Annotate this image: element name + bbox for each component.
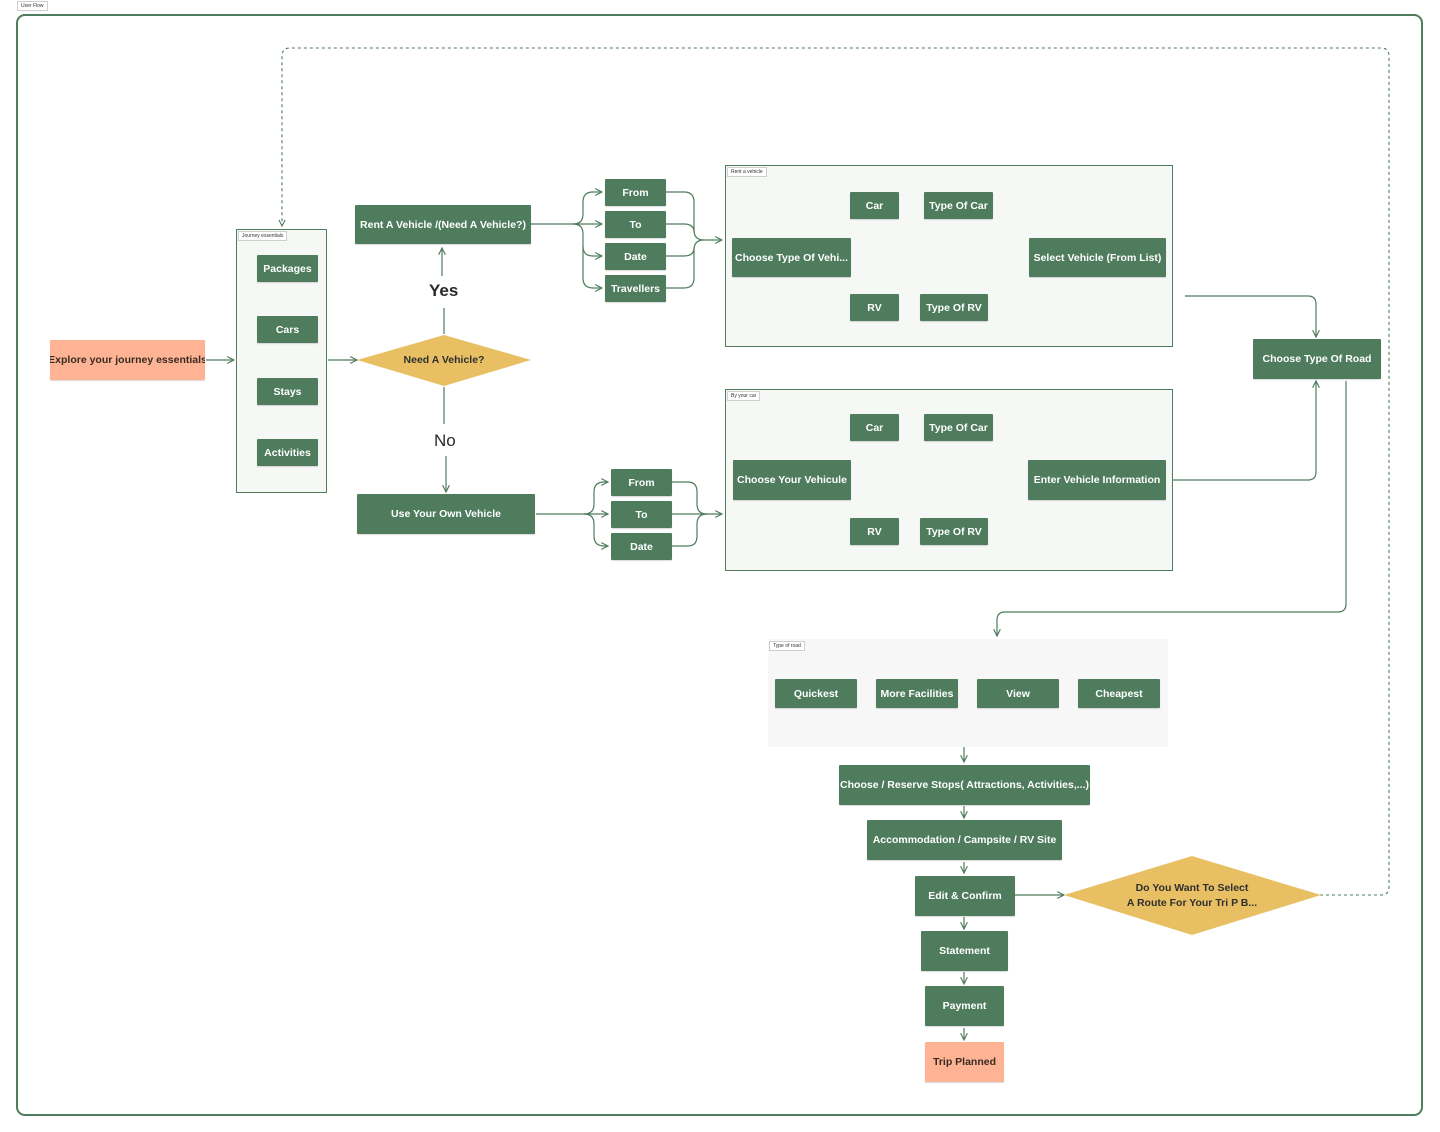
own-choose-vehicle[interactable]: Choose Your Vehicule — [733, 460, 851, 500]
branch-no-label: No — [434, 431, 456, 450]
rent-type-of-rv[interactable]: Type Of RV — [920, 294, 988, 321]
rent-field-from[interactable]: From — [605, 179, 666, 206]
essentials-cars[interactable]: Cars — [257, 316, 318, 343]
essentials-stays[interactable]: Stays — [257, 378, 318, 405]
step-edit-confirm[interactable]: Edit & Confirm — [915, 876, 1015, 916]
connector-rent-fields-merge — [666, 191, 722, 240]
essentials-activities[interactable]: Activities — [257, 439, 318, 466]
trip-planned-node[interactable]: Trip Planned — [925, 1042, 1004, 1082]
start-node[interactable]: Explore your journey essentials — [50, 340, 205, 380]
step-payment[interactable]: Payment — [925, 986, 1004, 1026]
rent-choose-type[interactable]: Choose Type Of Vehi... — [732, 238, 851, 277]
rent-rv-option[interactable]: RV — [850, 294, 899, 321]
rent-car-option[interactable]: Car — [850, 192, 899, 219]
frame-label: User Flow — [17, 1, 48, 11]
own-vehicle-node[interactable]: Use Your Own Vehicle — [357, 494, 535, 534]
rent-select-vehicle[interactable]: Select Vehicle (From List) — [1029, 238, 1166, 277]
rent-vehicle-node[interactable]: Rent A Vehicle /(Need A Vehicle?) — [355, 205, 531, 244]
step-statement[interactable]: Statement — [921, 931, 1008, 971]
own-field-to[interactable]: To — [611, 501, 672, 528]
rent-type-of-car[interactable]: Type Of Car — [924, 192, 993, 219]
road-type-group-label: Type of road — [769, 641, 805, 651]
own-field-date[interactable]: Date — [611, 533, 672, 560]
own-vehicle-group-label: By your car — [727, 391, 761, 401]
road-cheapest[interactable]: Cheapest — [1078, 679, 1160, 708]
rent-field-travellers[interactable]: Travellers — [605, 275, 666, 302]
own-type-of-rv[interactable]: Type Of RV — [920, 518, 988, 545]
step-accommodation[interactable]: Accommodation / Campsite / RV Site — [867, 820, 1062, 860]
decision-need-vehicle-shape — [357, 335, 531, 386]
decision-route-line1: Do You Want To Select — [1135, 882, 1249, 894]
branch-yes-label: Yes — [429, 281, 459, 300]
connector-road-options — [997, 381, 1347, 636]
journey-essentials-label: Journey essentials — [238, 231, 288, 241]
decision-need-vehicle[interactable]: Need A Vehicle? — [403, 354, 485, 366]
rent-field-date[interactable]: Date — [605, 243, 666, 270]
own-car-option[interactable]: Car — [850, 414, 899, 441]
choose-road-type[interactable]: Choose Type Of Road — [1253, 339, 1381, 379]
decision-route-line2: A Route For Your Tri P B... — [1126, 897, 1258, 909]
own-field-from[interactable]: From — [611, 469, 672, 496]
decision-route[interactable]: Do You Want To Select A Route For Your T… — [1112, 881, 1272, 911]
loop-back-dashed-line — [282, 47, 1390, 896]
connector-own-road — [1166, 381, 1316, 481]
own-enter-vehicle-info[interactable]: Enter Vehicle Information — [1028, 460, 1166, 500]
rent-field-to[interactable]: To — [605, 211, 666, 238]
decision-route-shape — [1064, 856, 1321, 935]
outer-frame — [16, 14, 1423, 1116]
road-view[interactable]: View — [977, 679, 1059, 708]
road-more-facilities[interactable]: More Facilities — [876, 679, 958, 708]
connector-rent-road — [1185, 295, 1316, 337]
essentials-packages[interactable]: Packages — [257, 255, 318, 282]
own-rv-option[interactable]: RV — [850, 518, 899, 545]
own-type-of-car[interactable]: Type Of Car — [924, 414, 993, 441]
rent-vehicle-group-label: Rent a vehicle — [727, 167, 767, 177]
road-quickest[interactable]: Quickest — [775, 679, 857, 708]
step-reserve-stops[interactable]: Choose / Reserve Stops( Attractions, Act… — [839, 765, 1090, 805]
